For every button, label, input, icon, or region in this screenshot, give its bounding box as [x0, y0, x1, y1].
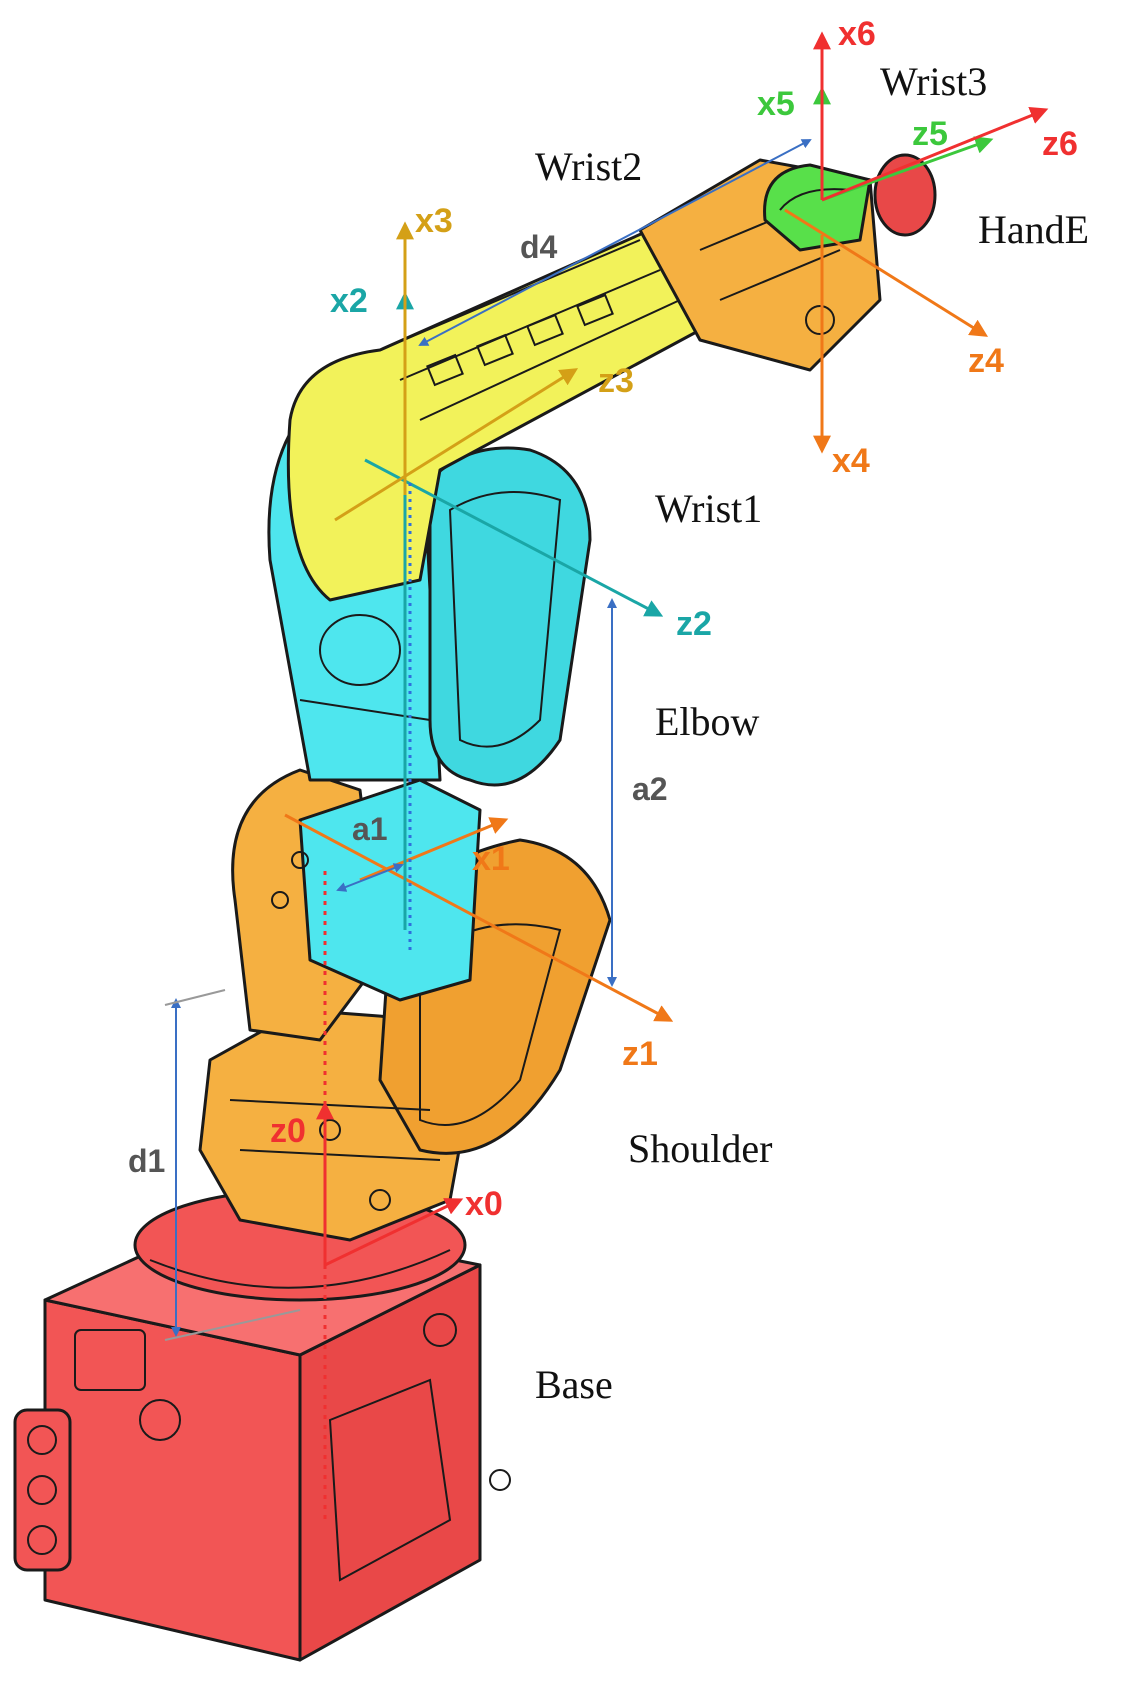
z3-axis: [334, 368, 579, 522]
z2-axis: [364, 458, 664, 617]
dimension-labels: d4 a2 a1 d1: [128, 229, 668, 1179]
z1-axis: [284, 813, 674, 1022]
label-hande: HandE: [978, 207, 1089, 252]
dim-label-d1: d1: [128, 1143, 165, 1179]
label-wrist2: Wrist2: [535, 144, 642, 189]
x0-axis: [324, 1198, 464, 1267]
axis-label-x5: x5: [757, 85, 795, 123]
label-wrist3: Wrist3: [880, 59, 987, 104]
axis-label-z4: z4: [968, 342, 1004, 380]
z6-axis: [821, 107, 1049, 202]
z4-axis: [784, 208, 989, 337]
dim-label-a2: a2: [632, 771, 668, 807]
a1-dimension: [336, 863, 404, 892]
label-base: Base: [535, 1362, 613, 1407]
axis-label-z2: z2: [676, 605, 712, 643]
base-link: [13, 1188, 511, 1662]
dim-label-d4: d4: [520, 229, 558, 265]
axis-label-x2: x2: [330, 282, 368, 320]
axis-label-z1: z1: [622, 1035, 658, 1073]
dimension-markers: [164, 139, 812, 1341]
axis-label-z5: z5: [912, 115, 948, 153]
dim-label-a1: a1: [352, 811, 388, 847]
label-shoulder: Shoulder: [628, 1126, 772, 1171]
axis-label-x0: x0: [465, 1185, 503, 1223]
part-labels: Wrist3 Wrist2 HandE Wrist1 Elbow Shoulde…: [535, 59, 1089, 1407]
axis-label-z6: z6: [1042, 125, 1078, 163]
axis-label-z3: z3: [598, 362, 634, 400]
axis-label-z0: z0: [270, 1112, 306, 1150]
axis-label-x3: x3: [415, 202, 453, 240]
label-wrist1: Wrist1: [655, 486, 762, 531]
axis-labels: x6 x5 z5 z6 x3 x2 z3 z4 x4 z2 x1 z1 z0 x…: [270, 15, 1078, 1223]
label-elbow: Elbow: [655, 699, 760, 744]
axis-label-x1: x1: [472, 840, 510, 878]
axis-label-x6: x6: [838, 15, 876, 53]
axis-label-x4: x4: [832, 442, 870, 480]
d4-dimension: [418, 139, 812, 346]
